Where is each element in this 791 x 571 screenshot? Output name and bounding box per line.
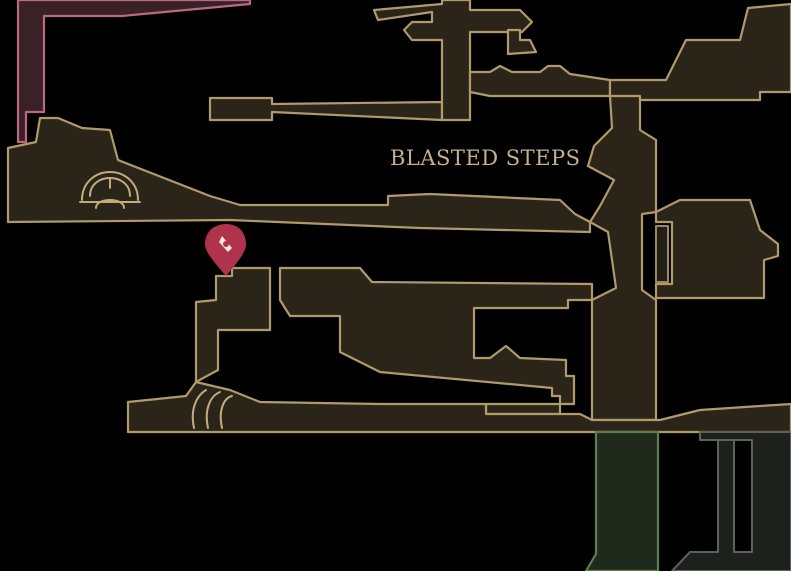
right-narrow-gap: [655, 225, 669, 283]
middle-hall: [278, 266, 594, 416]
green-zone-shaft: [584, 430, 660, 571]
right-side-room: [654, 198, 780, 300]
left-small-column: [194, 266, 272, 384]
central-shaft: [586, 94, 658, 422]
area-label: BLASTED STEPS: [390, 146, 581, 170]
bottom-floor: [126, 380, 791, 434]
top-shaft: [372, 0, 534, 122]
shaft-ledge-room: [506, 28, 538, 56]
compass-pin-icon[interactable]: [205, 224, 246, 276]
bench-icon[interactable]: [79, 170, 141, 209]
upper-right-block: [608, 2, 791, 102]
upper-left-chamber: [6, 116, 592, 234]
top-corridor: [208, 96, 444, 122]
grey-zone-rooms: [671, 431, 791, 571]
root-decoration: [191, 389, 233, 429]
pink-zone-rooms: [16, 0, 252, 144]
top-right-small-room: [468, 64, 612, 98]
